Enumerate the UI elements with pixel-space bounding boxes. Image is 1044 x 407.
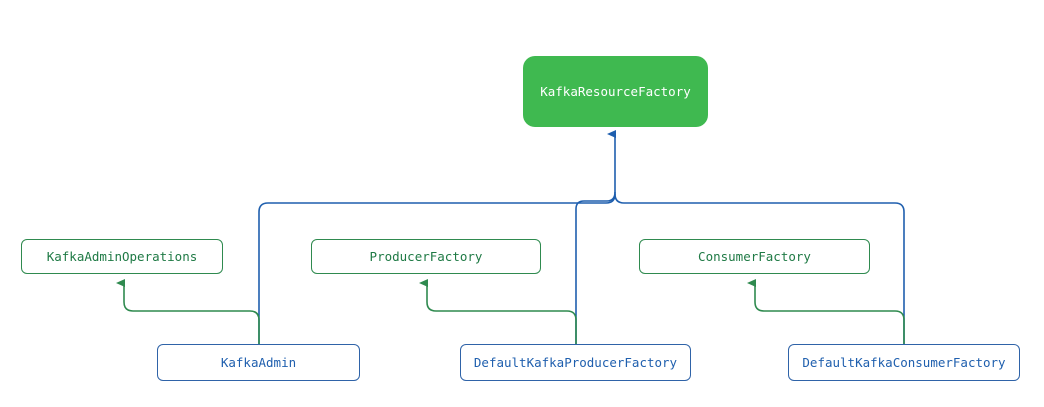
node-consumer-factory[interactable]: ConsumerFactory	[639, 239, 870, 274]
node-label: ProducerFactory	[369, 249, 483, 264]
node-kafka-resource-factory[interactable]: KafkaResourceFactory	[523, 56, 708, 127]
node-kafka-admin[interactable]: KafkaAdmin	[157, 344, 360, 381]
node-label: ConsumerFactory	[698, 249, 811, 264]
node-label: DefaultKafkaConsumerFactory	[802, 355, 1006, 370]
node-label: DefaultKafkaProducerFactory	[473, 355, 678, 370]
node-label: KafkaResourceFactory	[540, 84, 691, 99]
edge-producer-impl-to-producerfactory	[419, 279, 577, 345]
node-label: KafkaAdminOperations	[46, 249, 198, 264]
edge-consumer-impl-to-root	[614, 193, 905, 345]
node-producer-factory[interactable]: ProducerFactory	[311, 239, 541, 274]
node-default-kafka-consumer-factory[interactable]: DefaultKafkaConsumerFactory	[788, 344, 1020, 381]
edge-kafkaadmin-to-adminoperations	[116, 279, 260, 345]
edge-producer-impl-to-root	[575, 191, 616, 345]
edge-consumer-impl-to-consumerfactory	[747, 279, 905, 345]
node-label: KafkaAdmin	[220, 355, 297, 370]
node-default-kafka-producer-factory[interactable]: DefaultKafkaProducerFactory	[460, 344, 691, 381]
node-kafka-admin-operations[interactable]: KafkaAdminOperations	[21, 239, 223, 274]
